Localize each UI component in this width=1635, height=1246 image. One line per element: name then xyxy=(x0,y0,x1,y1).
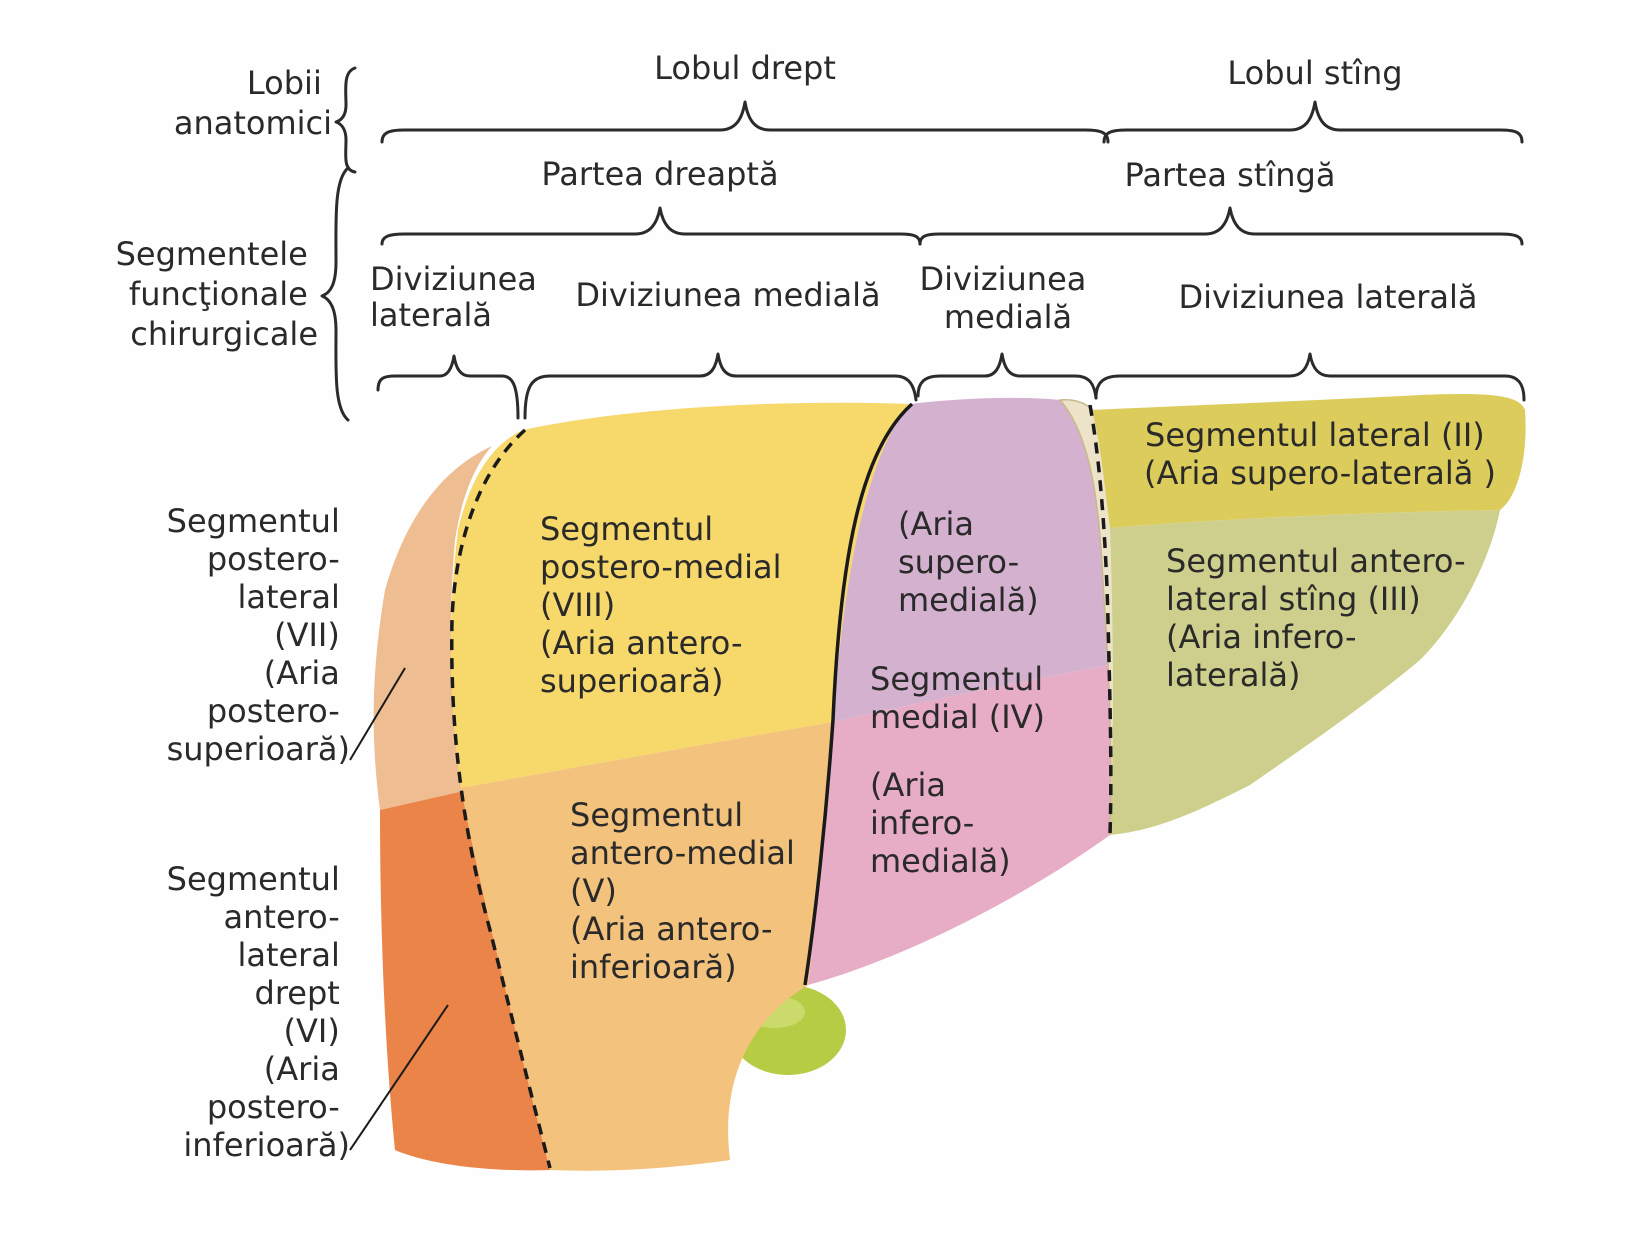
label-diviziunea-mediala-stinga: Diviziunea medială xyxy=(919,260,1096,336)
label-lobul-drept: Lobul drept xyxy=(654,49,836,87)
region-segment-ii xyxy=(1092,393,1526,528)
label-lobii: Lobii anatomici xyxy=(174,64,332,142)
brace-lobul-sting xyxy=(1102,100,1524,144)
label-segment-iii: Segmentul antero- lateral stîng (III) (A… xyxy=(1166,542,1476,694)
liver xyxy=(349,393,1526,1171)
brace-lobii-anatomici xyxy=(334,66,357,174)
label-diviziunea-laterala-stinga: Diviziunea laterală xyxy=(1178,278,1477,316)
umbilical-fissure-line xyxy=(1088,404,1113,836)
leader-line-segment-vi xyxy=(349,1004,449,1151)
region-segment-viii xyxy=(450,402,910,788)
main-portal-fissure-line xyxy=(803,402,914,986)
brace-diviziunea-laterala-dreapta xyxy=(376,354,520,420)
brace-partea-dreapta xyxy=(380,206,922,246)
label-partea-dreapta: Partea dreaptă xyxy=(541,155,778,193)
region-segment-vii xyxy=(373,446,492,810)
label-partea-stinga: Partea stîngă xyxy=(1125,156,1336,194)
label-diviziunea-mediala-dreapta: Diviziunea medială xyxy=(575,276,880,314)
region-segment-iv-inferior xyxy=(808,665,1112,985)
region-segment-vi xyxy=(380,790,550,1171)
braces xyxy=(320,66,1526,422)
label-segment-v: Segmentul antero-medial (V) (Aria antero… xyxy=(570,796,805,986)
label-segment-viii: Segmentul postero-medial (VIII) (Aria an… xyxy=(540,510,792,700)
label-segmente-functionale: Segmentele funcţionale chirurgicale xyxy=(116,235,318,353)
label-segment-ii: Segmentul lateral (II) (Aria supero-late… xyxy=(1144,416,1496,492)
label-aria-infero-mediala: (Aria infero- medială) xyxy=(870,766,1011,880)
brace-segmente-functionale xyxy=(320,166,350,422)
region-segment-iii xyxy=(1110,510,1500,835)
label-lobul-sting: Lobul stîng xyxy=(1227,54,1402,92)
label-aria-supero-mediala: (Aria supero- medială) xyxy=(898,505,1039,619)
label-segment-vii: Segmentul postero- lateral (VII) (Aria p… xyxy=(167,502,350,768)
brace-partea-stinga xyxy=(918,206,1524,246)
region-segment-iv-superior xyxy=(833,397,1110,722)
label-segment-vi: Segmentul antero- lateral drept (VI) (Ar… xyxy=(167,860,350,1164)
region-segment-v xyxy=(461,722,833,1171)
label-segment-iv: Segmentul medial (IV) xyxy=(870,660,1053,736)
brace-diviziunea-mediala-stinga xyxy=(916,352,1098,400)
segment-labels: Segmentul postero- lateral (VII) (Aria p… xyxy=(167,416,1496,1164)
label-diviziunea-laterala-dreapta: Diviziunea laterală xyxy=(370,260,547,334)
right-portal-fissure-line xyxy=(450,428,552,1169)
brace-diviziunea-mediala-dreapta xyxy=(523,352,918,420)
brace-lobul-drept xyxy=(380,100,1110,144)
header-labels: Lobii anatomici Lobul drept Lobul stîng … xyxy=(116,49,1478,353)
leader-line-segment-vii xyxy=(349,667,406,761)
brace-diviziunea-laterala-stinga xyxy=(1094,352,1526,402)
